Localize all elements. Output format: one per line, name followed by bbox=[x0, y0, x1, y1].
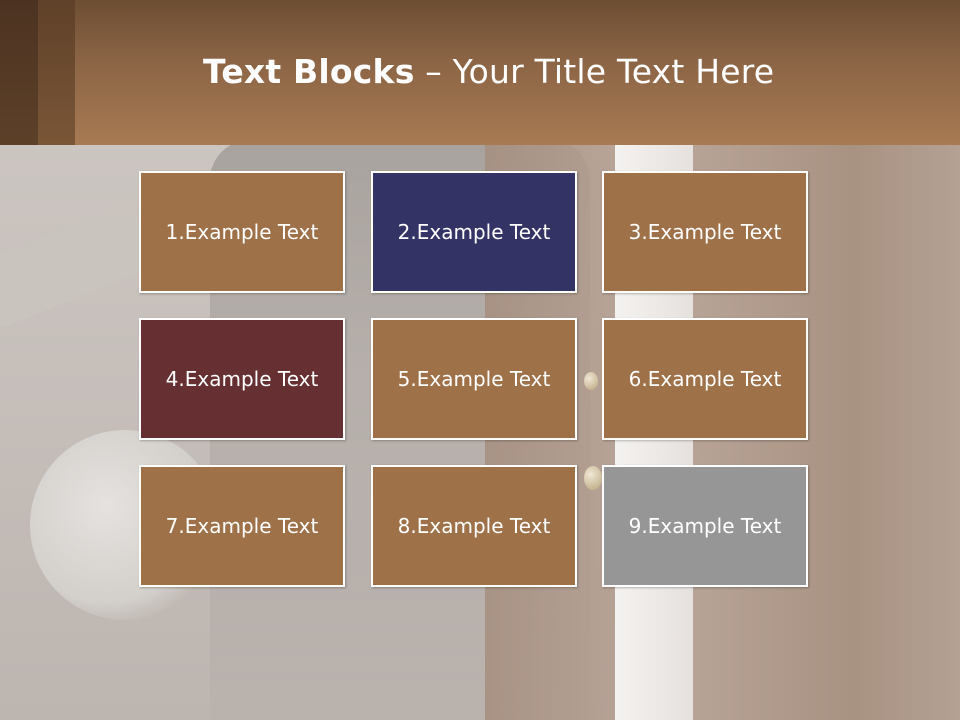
text-block-6[interactable]: 6.Example Text bbox=[602, 318, 808, 440]
text-block-label: 5.Example Text bbox=[397, 367, 551, 391]
header-accent-strip bbox=[38, 0, 75, 145]
title-bold: Text Blocks bbox=[203, 52, 415, 91]
door-lock-icon bbox=[584, 466, 602, 490]
text-block-label: 7.Example Text bbox=[165, 514, 319, 538]
title-bar: Text Blocks – Your Title Text Here bbox=[0, 0, 960, 145]
text-block-label: 1.Example Text bbox=[165, 220, 319, 244]
text-block-7[interactable]: 7.Example Text bbox=[139, 465, 345, 587]
text-block-label: 8.Example Text bbox=[397, 514, 551, 538]
text-block-9[interactable]: 9.Example Text bbox=[602, 465, 808, 587]
text-block-2[interactable]: 2.Example Text bbox=[371, 171, 577, 293]
text-block-label: 3.Example Text bbox=[628, 220, 782, 244]
title-rest: Your Title Text Here bbox=[452, 52, 775, 91]
text-block-label: 4.Example Text bbox=[165, 367, 319, 391]
door-knob-icon bbox=[584, 372, 598, 390]
text-block-3[interactable]: 3.Example Text bbox=[602, 171, 808, 293]
text-block-label: 2.Example Text bbox=[397, 220, 551, 244]
text-block-8[interactable]: 8.Example Text bbox=[371, 465, 577, 587]
text-block-4[interactable]: 4.Example Text bbox=[139, 318, 345, 440]
text-block-5[interactable]: 5.Example Text bbox=[371, 318, 577, 440]
text-block-label: 9.Example Text bbox=[628, 514, 782, 538]
slide-title: Text Blocks – Your Title Text Here bbox=[203, 52, 774, 100]
text-block-1[interactable]: 1.Example Text bbox=[139, 171, 345, 293]
text-block-label: 6.Example Text bbox=[628, 367, 782, 391]
title-separator: – bbox=[414, 52, 453, 91]
header-accent-strip bbox=[0, 0, 38, 145]
